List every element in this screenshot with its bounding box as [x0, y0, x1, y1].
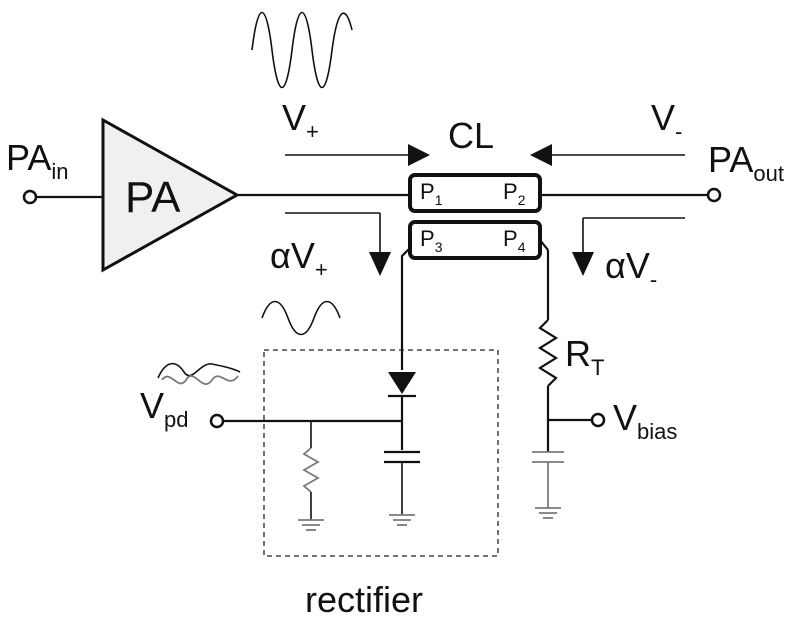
- vbias-terminal-icon: [590, 412, 606, 428]
- ground-icon: [389, 514, 415, 526]
- pa-out-label: PAout: [708, 139, 784, 186]
- sine-wave-icon: [251, 12, 353, 88]
- port-3-label: P3: [420, 226, 443, 255]
- port-4-label: P4: [503, 226, 526, 255]
- coupler-label: CL: [448, 115, 494, 156]
- pa-out-terminal-icon: [706, 187, 722, 203]
- v-plus-arrowhead-icon: [408, 144, 430, 166]
- v-plus-label: V+: [282, 97, 319, 144]
- coupler-top-box: [408, 173, 542, 213]
- alpha-v-plus-label: αV+: [270, 235, 328, 282]
- ground-icon: [535, 507, 561, 519]
- diode-icon: [388, 372, 416, 398]
- rectifier-label: rectifier: [305, 579, 423, 620]
- capacitor-icon: [384, 450, 420, 464]
- rectified-wave-icon: [157, 362, 241, 379]
- rectified-wave-ghost-icon: [161, 375, 239, 385]
- pa-in-terminal-icon: [22, 189, 38, 205]
- amplifier-icon: [101, 117, 241, 273]
- port-2-label: P2: [503, 179, 526, 208]
- rectifier-box: [263, 349, 499, 557]
- alpha-v-plus-arrowhead-icon: [369, 252, 391, 276]
- rt-resistor-icon: [537, 319, 559, 387]
- vbias-label: Vbias: [613, 397, 677, 444]
- pa-in-label: PAin: [6, 137, 68, 184]
- pa-block-label: PA: [125, 173, 181, 222]
- capacitor-icon: [532, 451, 564, 463]
- ground-icon: [298, 519, 324, 531]
- resistor-icon: [302, 447, 320, 493]
- small-sine-wave-icon: [261, 300, 341, 336]
- alpha-v-minus-arrowhead-icon: [572, 252, 594, 276]
- vpd-terminal-icon: [209, 413, 225, 429]
- vpd-label: Vpd: [140, 385, 189, 432]
- port-1-label: P1: [420, 179, 443, 208]
- v-minus-label: V-: [651, 97, 682, 144]
- p4-wire: [539, 239, 549, 251]
- v-minus-arrowhead-icon: [530, 144, 552, 166]
- rt-label: RT: [565, 333, 604, 380]
- p3-wire: [400, 247, 411, 370]
- alpha-v-minus-label: αV-: [605, 245, 657, 292]
